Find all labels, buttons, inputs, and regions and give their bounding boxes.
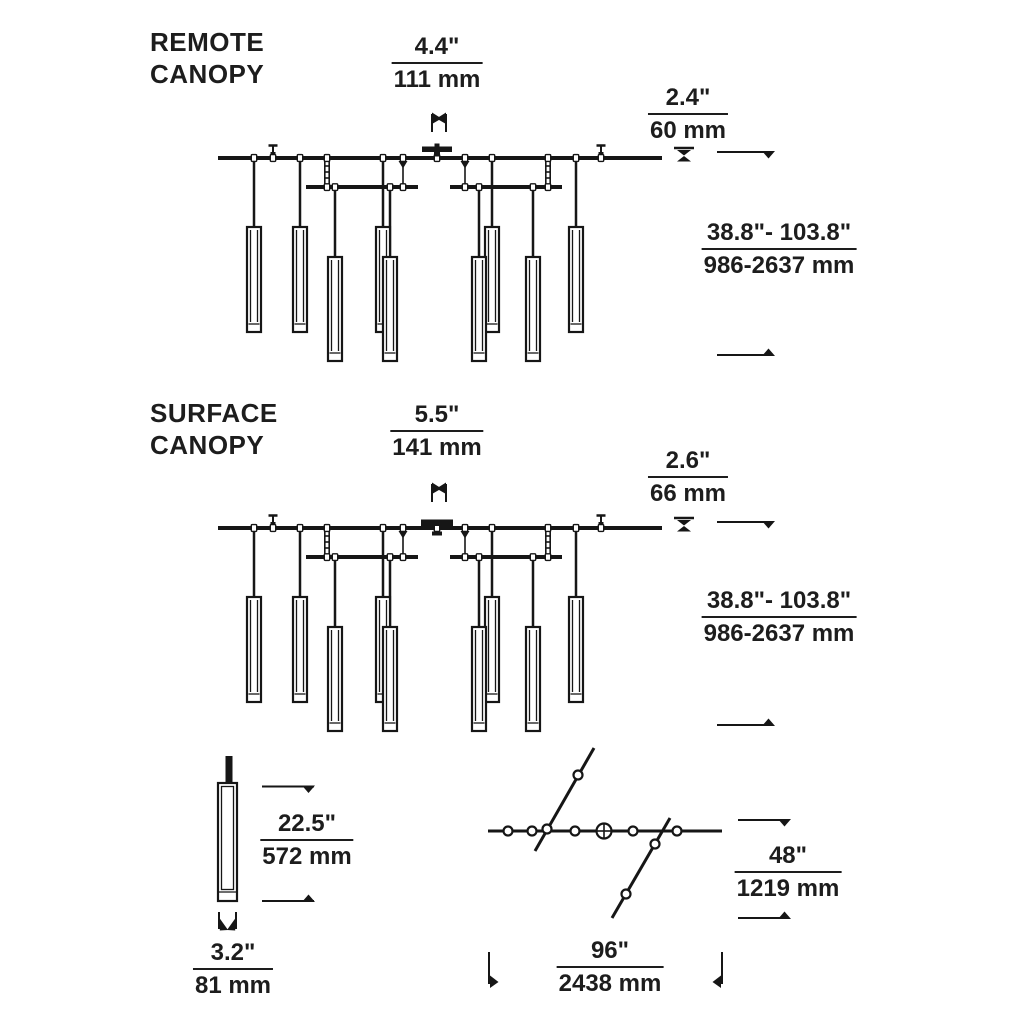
surface-canopy-title: SURFACE CANOPY <box>150 398 278 460</box>
plan-depth-dimension: 48" 1219 mm <box>734 842 842 902</box>
plan-sub-track-left <box>533 747 596 852</box>
remote-canopy-plate <box>422 143 452 157</box>
remote-canopy-title: REMOTE CANOPY <box>150 27 265 89</box>
dimension-inches: 3.2" <box>192 939 274 970</box>
dimension-inches: 4.4" <box>391 33 483 64</box>
dimension-mm: 66 mm <box>649 480 727 507</box>
dimension-mm: 2438 mm <box>558 970 662 997</box>
pendant-stem <box>225 756 233 783</box>
remote-canopy-width-dimension: 4.4" 111 mm <box>391 33 483 93</box>
dimension-mm: 111 mm <box>393 66 481 93</box>
surface-canopy-plate <box>421 519 453 536</box>
plan-length-dimension: 96" 2438 mm <box>556 937 664 997</box>
dimension-mm: 986-2637 mm <box>703 252 855 279</box>
remote-suspension-range-dimension: 38.8"- 103.8" 986-2637 mm <box>701 219 857 279</box>
dimension-inches: 96" <box>556 937 664 968</box>
plan-view-drawing <box>488 747 722 919</box>
dimension-inches: 22.5" <box>260 810 354 841</box>
dimension-inches: 38.8"- 103.8" <box>701 219 857 250</box>
pendant-height-markers <box>262 785 315 902</box>
remote-track-height-dimension: 2.4" 60 mm <box>647 84 729 144</box>
plan-canopy-node <box>595 822 613 840</box>
pendant-height-dimension: 22.5" 572 mm <box>260 810 354 870</box>
dimension-inches: 2.6" <box>647 447 729 478</box>
dimension-mm: 572 mm <box>262 843 352 870</box>
surface-track-height-dimension: 2.6" 66 mm <box>647 447 729 507</box>
dimension-inches: 38.8"- 103.8" <box>701 587 857 618</box>
surface-suspension-range-dimension: 38.8"- 103.8" 986-2637 mm <box>701 587 857 647</box>
dimension-mm: 986-2637 mm <box>703 620 855 647</box>
dimension-inches: 5.5" <box>390 401 484 432</box>
dimension-inches: 48" <box>734 842 842 873</box>
dimension-mm: 81 mm <box>194 972 272 999</box>
pendant-width-dimension: 3.2" 81 mm <box>192 939 274 999</box>
remote-canopy-elevation-drawing <box>216 110 777 363</box>
pendant-detail-drawing <box>216 756 239 903</box>
plan-sub-track-right <box>610 817 672 919</box>
plan-length-markers <box>488 952 723 988</box>
dimension-mm: 141 mm <box>392 434 482 461</box>
plan-depth-markers <box>738 819 791 919</box>
dimension-mm: 60 mm <box>649 117 727 144</box>
dimension-inches: 2.4" <box>647 84 729 115</box>
surface-canopy-elevation-drawing <box>216 480 777 733</box>
pendant-width-pointer-flags <box>218 912 237 931</box>
dimension-mm: 1219 mm <box>736 875 840 902</box>
bottom-drawings <box>216 747 791 988</box>
surface-canopy-width-dimension: 5.5" 141 mm <box>390 401 484 461</box>
